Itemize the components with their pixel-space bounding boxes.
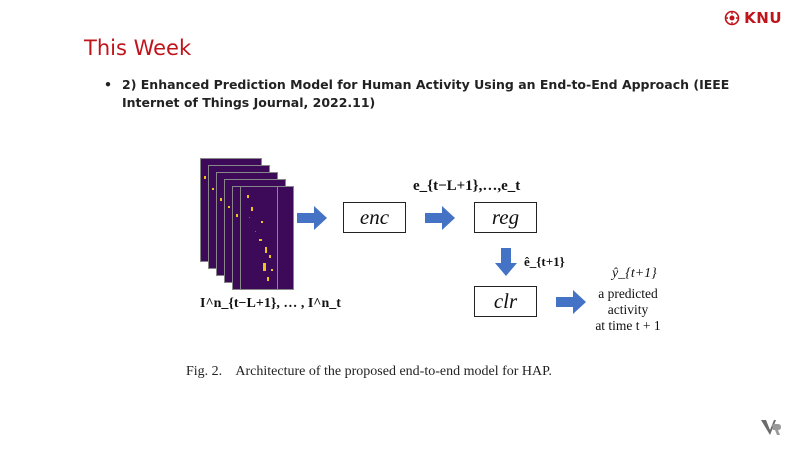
slide-title: This Week — [84, 36, 192, 60]
input-frame-front — [240, 186, 278, 290]
output-line: a predicted — [598, 286, 658, 301]
reg-box: reg — [474, 202, 537, 233]
vr-logo-icon — [761, 420, 781, 435]
bullet-dot: • — [104, 77, 112, 92]
bullet-item: • 2) Enhanced Prediction Model for Human… — [104, 76, 744, 112]
logo-text: KNU — [744, 9, 782, 27]
knu-logo: KNU — [724, 9, 782, 27]
ehat-label: ê_{t+1} — [524, 254, 565, 269]
output-line: at time t + 1 — [595, 318, 661, 333]
embedding-label: e_{t−L+1},…,e_t — [413, 178, 521, 194]
output-description: a predicted activity at time t + 1 — [588, 286, 668, 334]
input-frame-stack — [200, 158, 310, 290]
arrow-right-icon — [425, 206, 455, 230]
input-label-text: I^n_{t−L+1}, … , I^n_t — [200, 296, 341, 311]
yhat-label: ŷ_{t+1} — [612, 266, 657, 281]
enc-box: enc — [343, 202, 406, 233]
enc-label: enc — [359, 205, 390, 229]
clr-box: clr — [474, 286, 537, 317]
reg-label: reg — [491, 205, 520, 229]
arrow-down-icon — [495, 248, 517, 276]
clr-label: clr — [493, 289, 518, 313]
figure-caption: Fig. 2. Architecture of the proposed end… — [186, 364, 552, 379]
output-line: activity — [607, 302, 649, 317]
knu-emblem-icon — [724, 10, 740, 26]
arrow-right-icon — [556, 290, 586, 314]
frame-edge-marks — [204, 176, 238, 217]
activity-heatmap — [241, 187, 277, 289]
input-label: I^n_{t−L+1}, … , I^n_t — [200, 291, 341, 312]
bullet-text: 2) Enhanced Prediction Model for Human A… — [122, 77, 730, 110]
arrow-right-icon — [297, 206, 327, 230]
